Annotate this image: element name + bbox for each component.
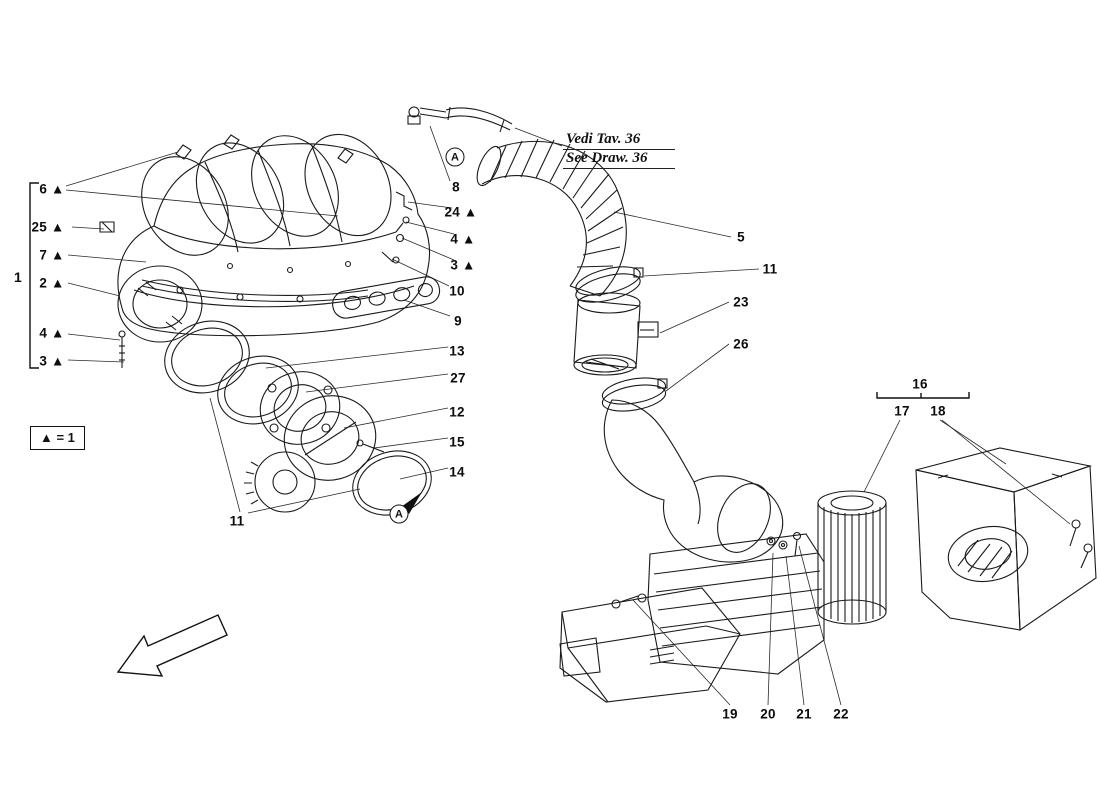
part-callout-10: 10 — [449, 283, 465, 299]
hose-clamp-lower-art — [601, 377, 668, 412]
breather-fitting-art — [407, 106, 513, 133]
part-callout-27: 27 — [450, 370, 466, 386]
intake-manifold-art — [99, 133, 431, 368]
part-callout-22: 22 — [833, 706, 849, 722]
part-callout-18: 18 — [930, 403, 946, 419]
intake-snout-art — [603, 399, 784, 563]
manifold-gasket-art — [332, 276, 441, 319]
part-callout-20: 20 — [760, 706, 776, 722]
part-callout-14: 14 — [449, 464, 465, 480]
part-callout-11a: 11 — [229, 513, 245, 529]
part-callout-2: 2 ▲ — [39, 275, 65, 291]
part-callout-8: 8 — [452, 179, 460, 195]
view-marker-a-top: A — [445, 147, 465, 167]
part-callout-26: 26 — [733, 336, 749, 352]
part-callout-17: 17 — [894, 403, 910, 419]
part-callout-9: 9 — [454, 313, 462, 329]
part-callout-6: 6 ▲ — [39, 181, 65, 197]
direction-arrow — [116, 614, 228, 677]
part-callout-4a: 4 ▲ — [39, 325, 65, 341]
part-callout-13: 13 — [449, 343, 465, 359]
part-callout-11b: 11 — [762, 261, 778, 277]
legend-box: ▲ = 1 — [30, 426, 85, 450]
part-callout-5: 5 — [737, 229, 745, 245]
part-callout-7: 7 ▲ — [39, 247, 65, 263]
intake-duct-art — [476, 138, 627, 297]
air-filter-art — [817, 490, 887, 625]
part-callout-4b: 4 ▲ — [450, 231, 476, 247]
cross-reference-note: Vedi Tav. 36 See Draw. 36 — [563, 131, 675, 169]
part-callout-15: 15 — [449, 434, 465, 450]
part-callout-12: 12 — [449, 404, 465, 420]
small-hardware-art — [381, 191, 413, 264]
airbox-body-art — [611, 531, 825, 675]
part-callout-16: 16 — [912, 376, 928, 392]
part-callout-3a: 3 ▲ — [39, 353, 65, 369]
view-marker-a-bottom: A — [389, 504, 409, 524]
group-bracket-16 — [876, 392, 970, 399]
note-line-english: See Draw. 36 — [563, 150, 675, 169]
group-callout-1: 1 — [14, 269, 22, 285]
part-callout-24: 24 ▲ — [444, 204, 478, 220]
maf-sleeve-art — [573, 292, 659, 376]
group-bracket-left — [29, 182, 39, 369]
airbox-lower-tray-art — [559, 587, 741, 703]
part-callout-3b: 3 ▲ — [450, 257, 476, 273]
part-callout-21: 21 — [796, 706, 812, 722]
note-line-italian: Vedi Tav. 36 — [563, 131, 675, 150]
part-callout-25: 25 ▲ — [31, 219, 65, 235]
airbox-cover-art — [915, 447, 1097, 632]
part-callout-19: 19 — [722, 706, 738, 722]
part-callout-23: 23 — [733, 294, 749, 310]
